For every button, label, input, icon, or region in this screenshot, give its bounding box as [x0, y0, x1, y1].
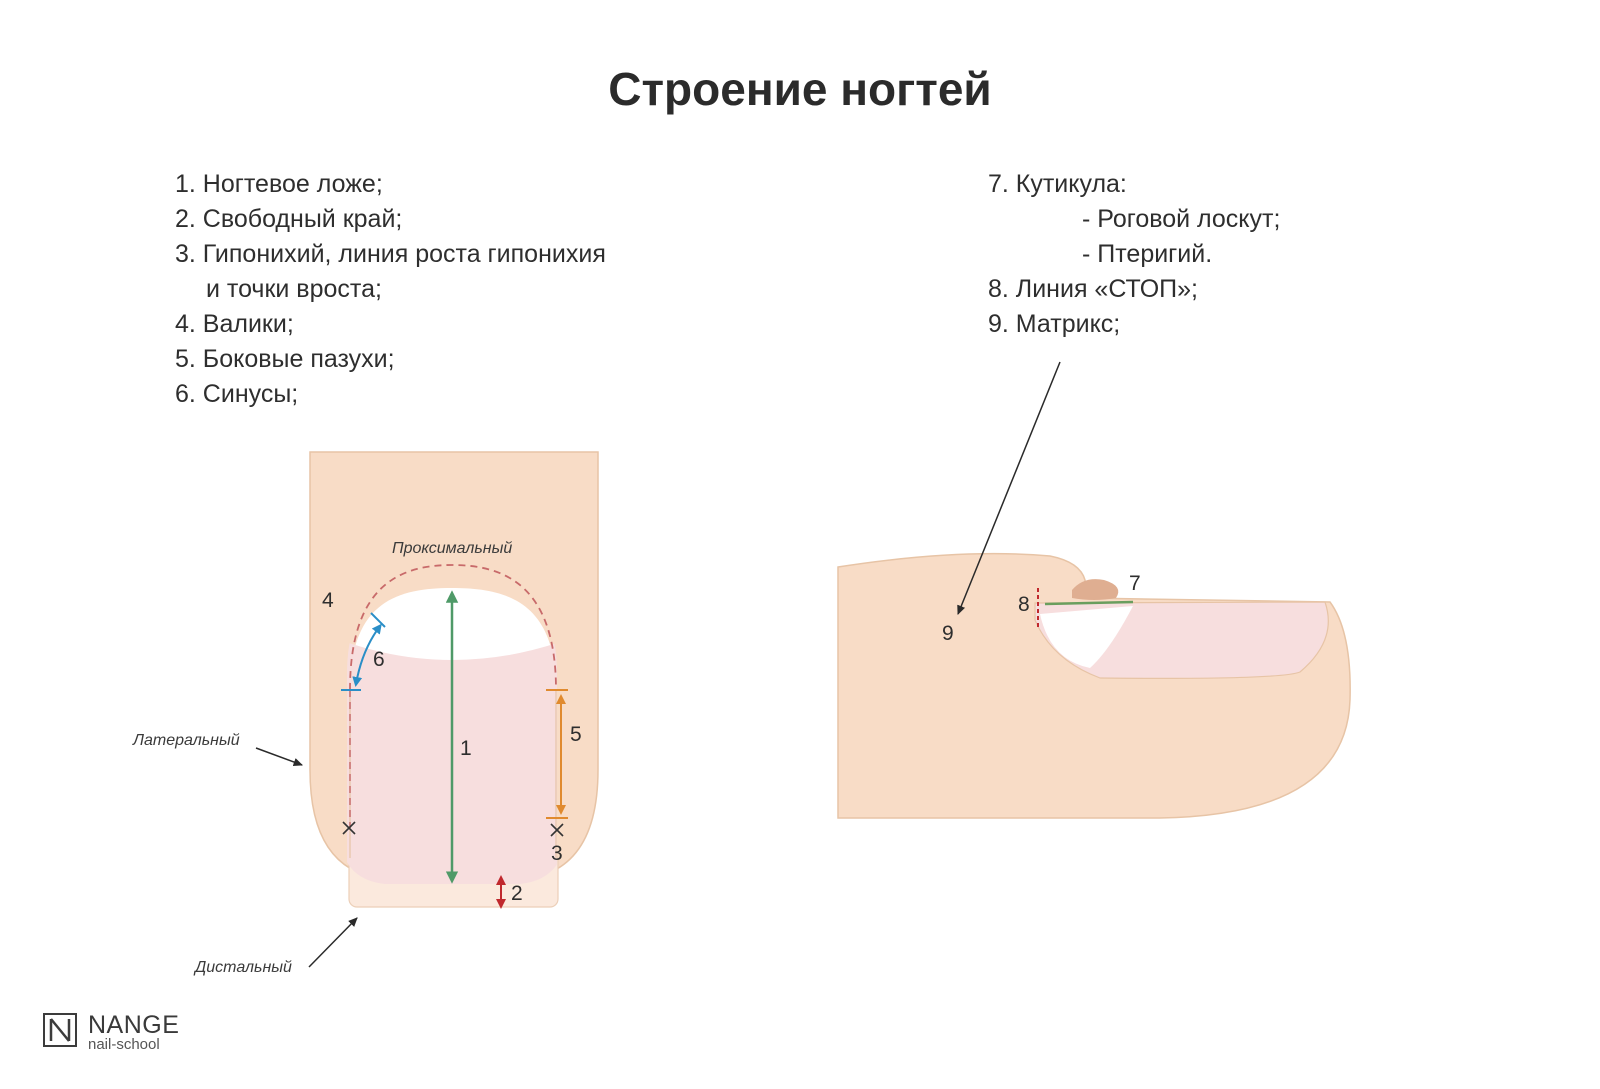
side-view: 7 8 9: [837, 361, 1351, 819]
ingrowth-point-right: [550, 823, 564, 837]
matrix-pointer: [957, 361, 1061, 615]
label-2: 2: [511, 882, 523, 905]
page-title: Строение ногтей: [608, 63, 992, 115]
label-lateral: Латеральный: [132, 732, 240, 749]
lateral-pointer: [255, 747, 303, 767]
sinus-arrow: [352, 623, 382, 687]
logo-name: NANGE: [88, 1011, 180, 1039]
legend-item-lateral-grooves: 5. Боковые пазухи;: [175, 345, 395, 373]
proximal-fold-line: [349, 564, 557, 691]
legend-item-hyponychium: 3. Гипонихий, линия роста гипонихия: [175, 240, 606, 268]
sinus-tick-top: [370, 612, 386, 628]
legend-item-folds: 4. Валики;: [175, 310, 294, 338]
legend-item-horn-flap: - Роговой лоскут;: [1082, 205, 1281, 233]
label-7: 7: [1129, 572, 1141, 595]
nange-logo-icon: [43, 1013, 77, 1047]
label-distal: Дистальный: [193, 959, 292, 976]
ingrowth-point-left: [342, 821, 356, 835]
legend-right: 7. Кутикула: - Роговой лоскут; - Птериги…: [988, 167, 1280, 342]
pterygium-line: [1044, 600, 1134, 606]
front-view: 1 2 3 4 5 6 Проксимальный Латеральный Ди…: [132, 451, 599, 976]
matrix-pocket: [1040, 606, 1133, 668]
legend-item-sinuses: 6. Синусы;: [175, 380, 299, 408]
label-9: 9: [942, 622, 954, 645]
logo-subtitle: nail-school: [88, 1036, 160, 1053]
legend-item-pterygium: - Птеригий.: [1082, 240, 1213, 268]
label-4: 4: [322, 589, 334, 612]
cuticle: [1072, 579, 1119, 600]
label-5: 5: [570, 723, 582, 746]
label-1: 1: [460, 737, 472, 760]
legend-item-stop-line: 8. Линия «СТОП»;: [988, 275, 1198, 303]
label-3: 3: [551, 842, 563, 865]
label-proximal: Проксимальный: [392, 540, 512, 557]
legend-item-matrix: 9. Матрикс;: [988, 310, 1121, 338]
label-8: 8: [1018, 593, 1030, 616]
legend-item-hyponychium-cont: и точки вроста;: [206, 275, 382, 303]
legend-item-nail-bed: 1. Ногтевое ложе;: [175, 170, 383, 198]
legend-item-free-edge: 2. Свободный край;: [175, 205, 403, 233]
label-6: 6: [373, 648, 385, 671]
legend-left: 1. Ногтевое ложе; 2. Свободный край; 3. …: [175, 167, 606, 412]
legend-item-cuticle: 7. Кутикула:: [988, 170, 1127, 198]
distal-pointer: [308, 917, 358, 968]
